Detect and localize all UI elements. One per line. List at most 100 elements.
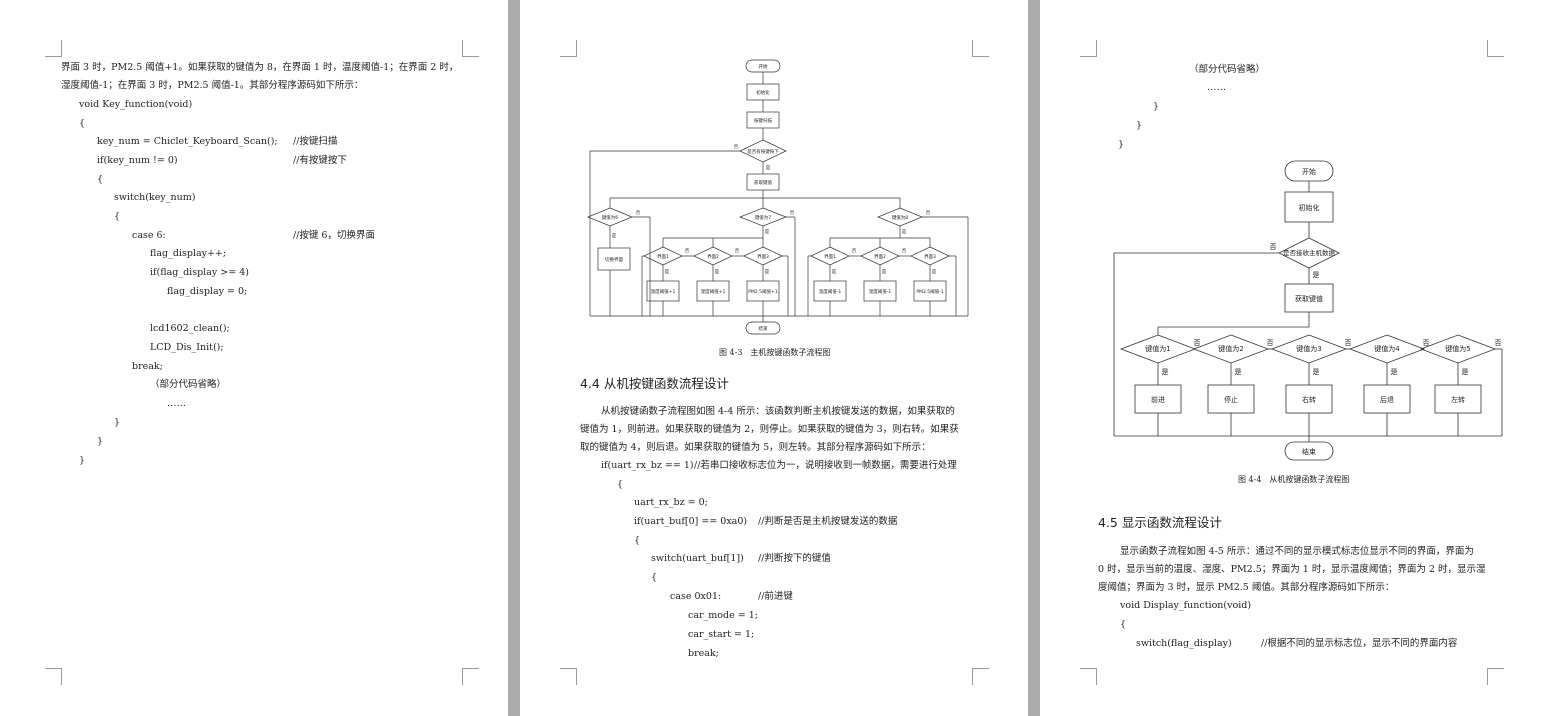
crop-mark [1487,668,1504,685]
code-line: if(uart_buf[0] == 0xa0) [634,516,748,527]
crop-mark [1080,668,1097,685]
flow-yes-label: 是 [832,269,837,275]
flow-k8: 键值为8 [892,214,908,221]
flow-i2: 湿度阈值+1 [701,288,726,295]
flow-yes-label: 是 [1235,368,1242,376]
flow-yes-label: 是 [612,233,617,239]
flow-s2: 界面2 [707,254,719,260]
flow-init: 初始化 [1299,203,1320,212]
crop-mark [972,668,989,685]
flow-yes-label: 是 [765,229,770,235]
flow-k6: 键值为6 [602,214,618,221]
code-line: flag_display = 0; [167,286,248,297]
flow-no-label: 否 [636,210,641,216]
paragraph-line: 湿度阈值-1；在界面 3 时，PM2.5 阈值-1。其部分程序源码如下所示： [61,80,364,91]
code-comment: //判断按下的键值 [758,553,831,564]
flow-no-label: 否 [1423,339,1430,347]
code-line: lcd1602_clean(); [150,323,230,334]
code-line: car_start = 1; [688,629,755,640]
code-line: { [79,118,86,129]
flow-switch: 切换界面 [605,256,623,263]
code-comment: //按键扫描 [293,136,338,147]
code-line: if(flag_display >= 4) [150,267,249,278]
figure-caption: 图 4-3 主机按键函数子流程图 [719,348,831,357]
flow-yes-label: 是 [715,269,720,275]
flow-k7: 键值为7 [755,214,771,221]
code-line: （部分代码省略） [1189,64,1266,75]
document-page-1: 界面 3 时，PM2.5 阈值+1。如果获取的键值为 8，在界面 1 时，温度阈… [0,0,508,716]
flow-a5: 左转 [1451,395,1465,404]
flow-no-label: 否 [1194,339,1201,347]
flow-end: 结束 [1302,447,1316,456]
flow-s1: 界面1 [657,254,669,260]
code-line: break; [132,361,163,372]
flow-yes-label: 是 [1313,271,1320,279]
crop-mark [462,668,479,685]
code-comment: //判断是否是主机按键发送的数据 [758,516,898,527]
code-line: switch(flag_display) [1136,638,1232,649]
flow-start: 开始 [759,63,768,70]
slave-key-flowchart: 开始 初始化 是否接收主机数据 获取键值 键值为1 键值为2 键值为3 键值为4… [1113,160,1503,461]
code-line: …… [1207,82,1226,93]
flow-s3: 界面3 [924,254,936,260]
flow-a3: 右转 [1302,395,1316,404]
flow-pressed: 是否有按键按下 [747,148,779,155]
code-line: flag_display++; [150,248,227,259]
flow-yes-label: 是 [882,269,887,275]
code-line: } [1118,139,1125,150]
code-line: key_num = Chiclet_Keyboard_Scan(); [97,136,278,147]
crop-mark [972,40,989,57]
flow-a4: 后退 [1380,395,1394,404]
flow-recv: 是否接收主机数据 [1283,248,1336,257]
flow-scan: 按键扫描 [754,117,772,124]
code-line: { [97,174,104,185]
code-line: car_mode = 1; [688,610,758,621]
paragraph-line: 度阈值；界面为 3 时，显示 PM2.5 阈值。其部分程序源码如下所示： [1098,582,1395,593]
paragraph-line: 显示函数子流程如图 4-5 所示：通过不同的显示模式标志位显示不同的界面，界面为 [1120,546,1474,557]
flow-start: 开始 [1302,167,1316,176]
flow-no-label: 否 [1345,339,1352,347]
flow-yes-label: 是 [932,269,937,275]
code-line: } [79,455,86,466]
code-line: case 0x01: [670,591,722,602]
flow-d1: 温度阈值-1 [819,288,842,295]
code-line: { [651,572,658,583]
code-line: { [634,535,641,546]
paragraph-line: 界面 3 时，PM2.5 阈值+1。如果获取的键值为 8，在界面 1 时，温度阈… [61,62,459,73]
flow-no-label: 否 [734,144,739,150]
flow-yes-label: 是 [665,269,670,275]
flow-s2: 界面2 [874,254,886,260]
code-line: uart_rx_bz = 0; [634,497,708,508]
crop-mark [45,668,62,685]
crop-mark [462,40,479,57]
flow-i1: 温度阈值+1 [651,288,676,295]
flow-k3: 键值为3 [1296,344,1321,353]
flow-yes-label: 是 [1162,368,1169,376]
flow-d2: 湿度阈值-1 [869,288,892,295]
flow-s3: 界面3 [757,254,769,260]
flow-get: 获取键值 [1295,294,1323,303]
crop-mark [1080,40,1097,57]
flow-no-label: 否 [902,248,907,254]
crop-mark [560,40,577,57]
flow-yes-label: 是 [765,269,770,275]
flow-k2: 键值为2 [1218,344,1243,353]
code-line: switch(key_num) [114,192,196,203]
flow-no-label: 否 [685,248,690,254]
code-line: { [1120,619,1127,630]
code-line: （部分代码省略） [150,379,227,390]
flow-yes-label: 是 [902,229,907,235]
flow-no-label: 否 [735,248,740,254]
code-line: if(key_num != 0) [97,155,178,166]
flow-k4: 键值为4 [1374,344,1400,353]
flow-no-label: 否 [852,248,857,254]
paragraph-line: 从机按键函数子流程图如图 4-4 所示：该函数判断主机按键发送的数据，如果获取的 [601,406,955,417]
flow-get: 获取键值 [754,179,772,186]
flow-no-label: 否 [790,210,795,216]
code-comment: //若串口接收标志位为一，说明接收到一帧数据，需要进行处理 [694,460,957,471]
code-line: } [1136,120,1143,131]
crop-mark [45,40,62,57]
code-comment: //前进键 [758,591,793,602]
document-page-2: 开始 初始化 按键扫描 是否有按键按下 获取键值 键值为6 键值为7 键值为8 … [520,0,1028,716]
paragraph-line: 取的键值为 4，则后退。如果获取的键值为 5，则左转。其部分程序源码如下所示： [580,442,931,453]
